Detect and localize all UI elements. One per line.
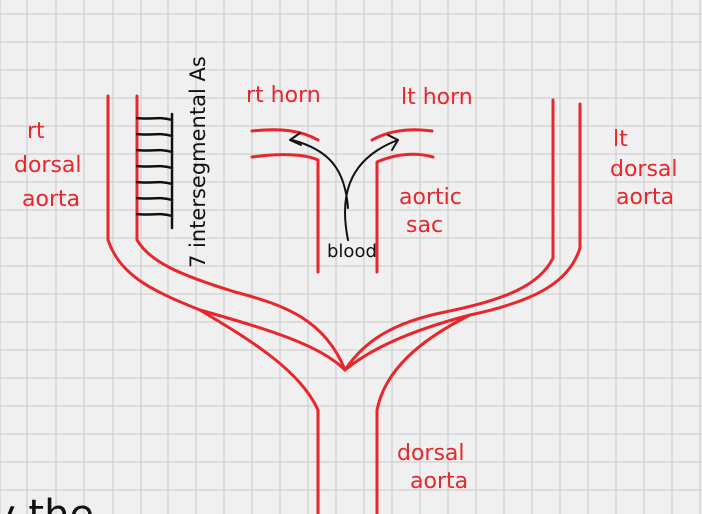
- rt-dorsal-aorta-line1: rt: [27, 119, 45, 144]
- arrow-to-rt-horn-head: [290, 133, 301, 145]
- aortic-sac-line1: aortic: [399, 185, 462, 210]
- rt-horn-label: rt horn: [246, 83, 321, 108]
- aortic-sac-line2: sac: [406, 213, 443, 238]
- arrow-to-rt-horn: [292, 140, 348, 208]
- lt-dorsal-aorta-line3: aorta: [616, 185, 674, 210]
- intersegmental-arteries: [137, 114, 172, 228]
- lt-dorsal-aorta-outer-wall: [345, 104, 580, 370]
- vessel-outline: [108, 96, 580, 514]
- lt-dorsal-aorta-line1: lt: [613, 127, 628, 152]
- blood-flow-arrows: [290, 133, 398, 240]
- dorsal-aorta-line2: aorta: [410, 469, 468, 494]
- corner-text: y the: [0, 492, 94, 514]
- rt-dorsal-aorta-line3: aorta: [22, 187, 80, 212]
- lt-horn-label: lt horn: [401, 85, 473, 110]
- rt-dorsal-aorta-line2: dorsal: [14, 153, 82, 178]
- lt-dorsal-aorta-line2: dorsal: [610, 157, 678, 182]
- arrow-to-lt-horn: [345, 140, 398, 240]
- intersegmental-label: 7 intersegmental As: [186, 56, 210, 268]
- dorsal-aorta-left-wall: [200, 310, 318, 514]
- lt-horn-upper: [372, 130, 432, 140]
- blood-label: blood: [327, 241, 377, 262]
- dorsal-aorta-line1: dorsal: [397, 441, 465, 466]
